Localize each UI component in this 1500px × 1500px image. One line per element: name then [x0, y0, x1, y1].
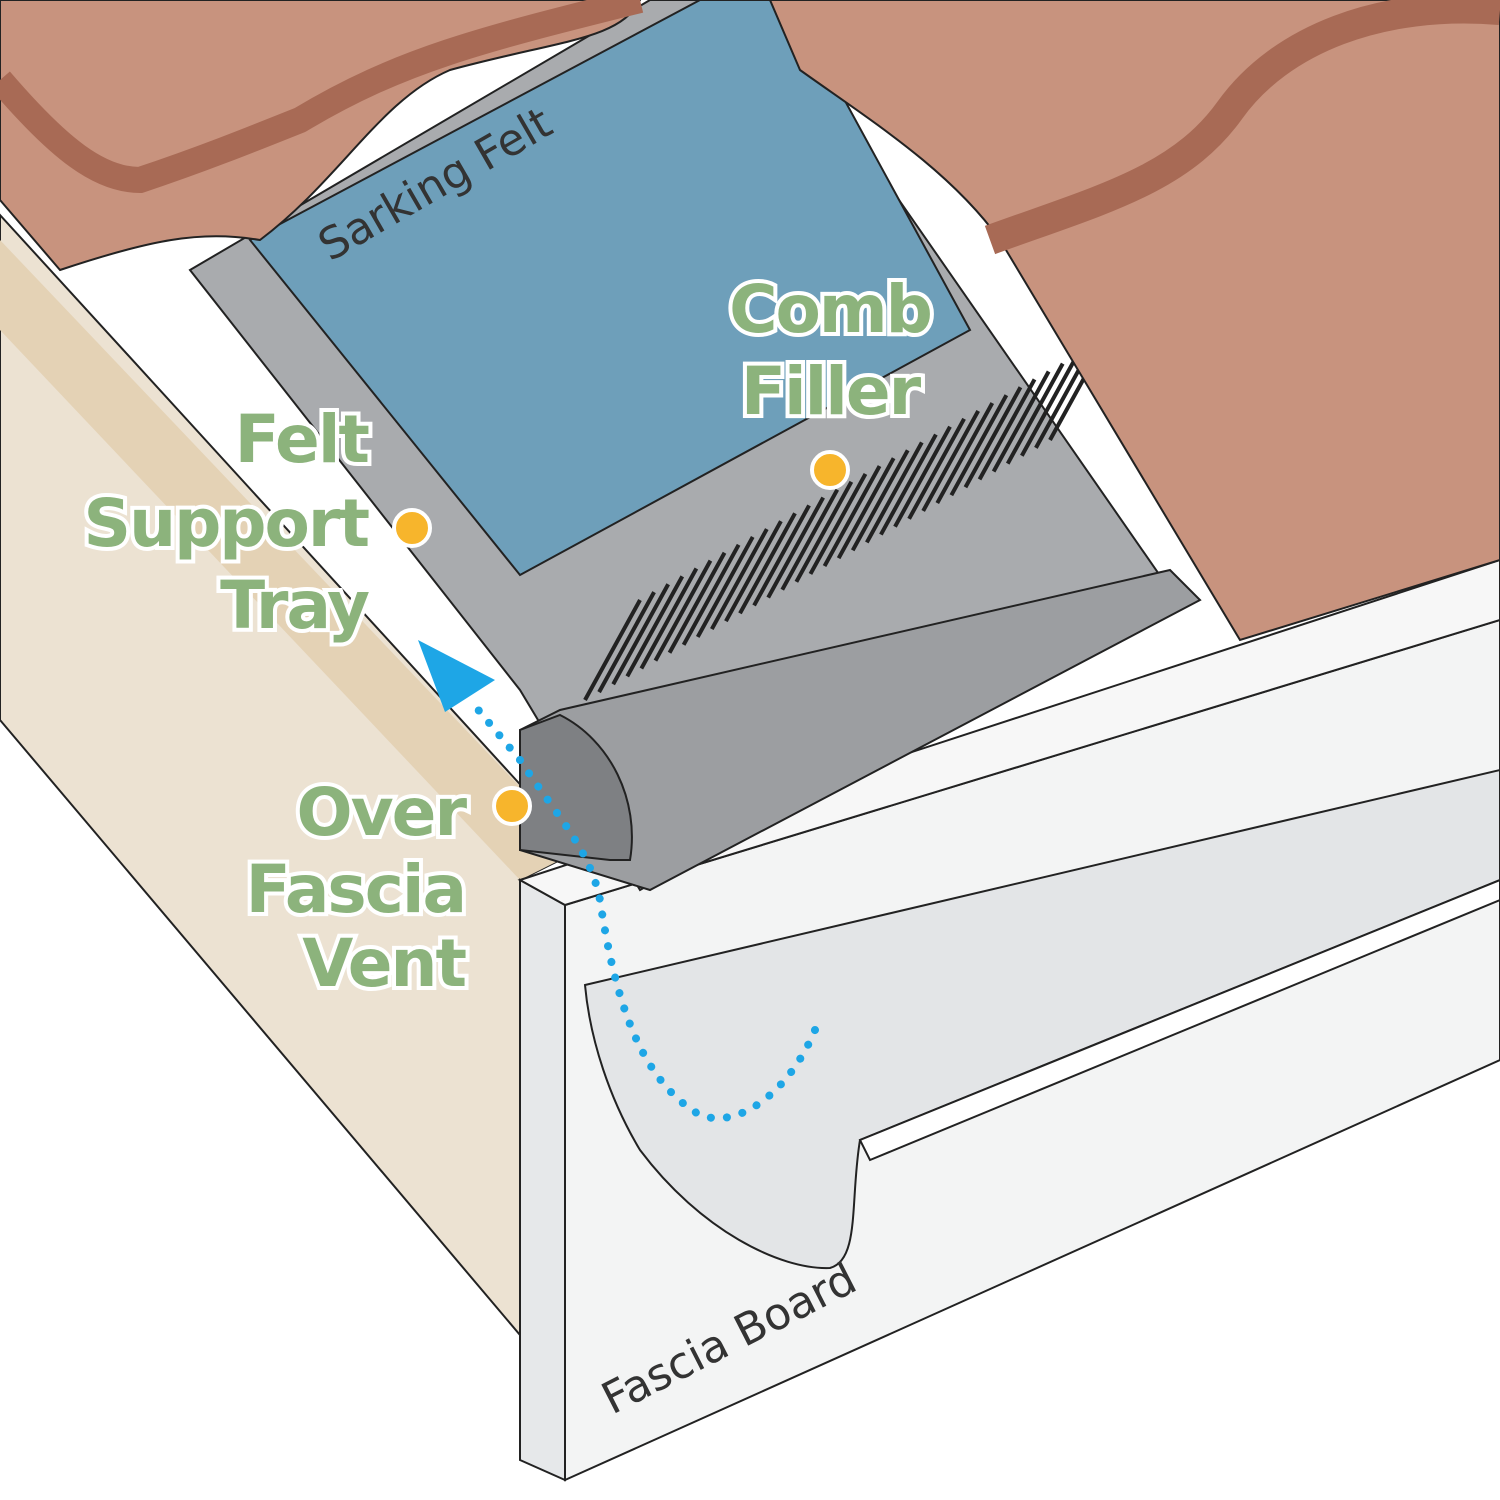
roof-tiles-left	[0, 0, 642, 272]
marker-dot	[492, 786, 532, 826]
comb-bristle	[794, 480, 854, 583]
comb-bristle	[583, 599, 642, 701]
gutter	[583, 768, 1500, 1270]
comb-bristle	[865, 441, 924, 544]
felt-support-tray-label-1: Felt	[235, 401, 370, 478]
comb-bristle	[681, 543, 741, 646]
comb-bristle	[724, 520, 783, 623]
vent-end	[519, 713, 633, 861]
comb-bristle	[949, 394, 1009, 497]
gutter-lip	[858, 878, 1500, 1162]
comb-bristle	[738, 512, 797, 615]
over-fascia-vent-label-2: Fascia	[246, 851, 465, 928]
comb-bristle	[977, 378, 1037, 481]
comb-bristle	[1005, 362, 1065, 465]
comb-bristle	[907, 417, 966, 520]
over-fascia-vent-label-1: Over	[297, 774, 468, 851]
comb-bristle	[893, 425, 952, 528]
comb-bristle	[780, 488, 840, 591]
airflow-arrow-icon	[418, 640, 495, 712]
comb-bristle	[836, 457, 896, 560]
comb-bristle	[597, 591, 656, 694]
comb-bristle	[935, 402, 995, 504]
comb-bristle	[752, 504, 811, 607]
tile-ridge	[0, 0, 644, 194]
comb-bristle	[879, 433, 938, 536]
comb-bristle	[822, 465, 882, 568]
tile-ridge	[984, 0, 1500, 255]
comb-bristle	[1020, 354, 1079, 457]
marker-dot	[392, 508, 432, 548]
comb-bristle	[808, 472, 868, 575]
comb-bristle	[850, 449, 910, 552]
over-fascia-vent-label-3: Vent	[302, 925, 466, 1002]
comb-bristle	[963, 386, 1023, 489]
comb-bristle	[639, 567, 699, 670]
comb-bristle	[653, 559, 713, 662]
comb-filler-label-2: Filler	[741, 353, 922, 430]
felt-support-tray-label-3: Tray	[220, 567, 369, 644]
marker-dot	[810, 450, 850, 490]
comb-bristle	[611, 583, 670, 686]
fascia-board-edge	[519, 878, 566, 1482]
comb-filler-label-1: Comb	[729, 271, 931, 348]
comb-bristle	[667, 551, 727, 654]
comb-bristle	[625, 575, 685, 678]
felt-support-tray-label-2: Support	[84, 485, 370, 562]
comb-bristle	[695, 536, 755, 638]
comb-bristle	[921, 409, 980, 512]
comb-bristle	[991, 370, 1051, 473]
rafter-strip	[0, 240, 580, 880]
sarking-felt	[248, 0, 972, 577]
comb-bristle	[766, 496, 825, 599]
comb-bristle	[710, 528, 769, 631]
